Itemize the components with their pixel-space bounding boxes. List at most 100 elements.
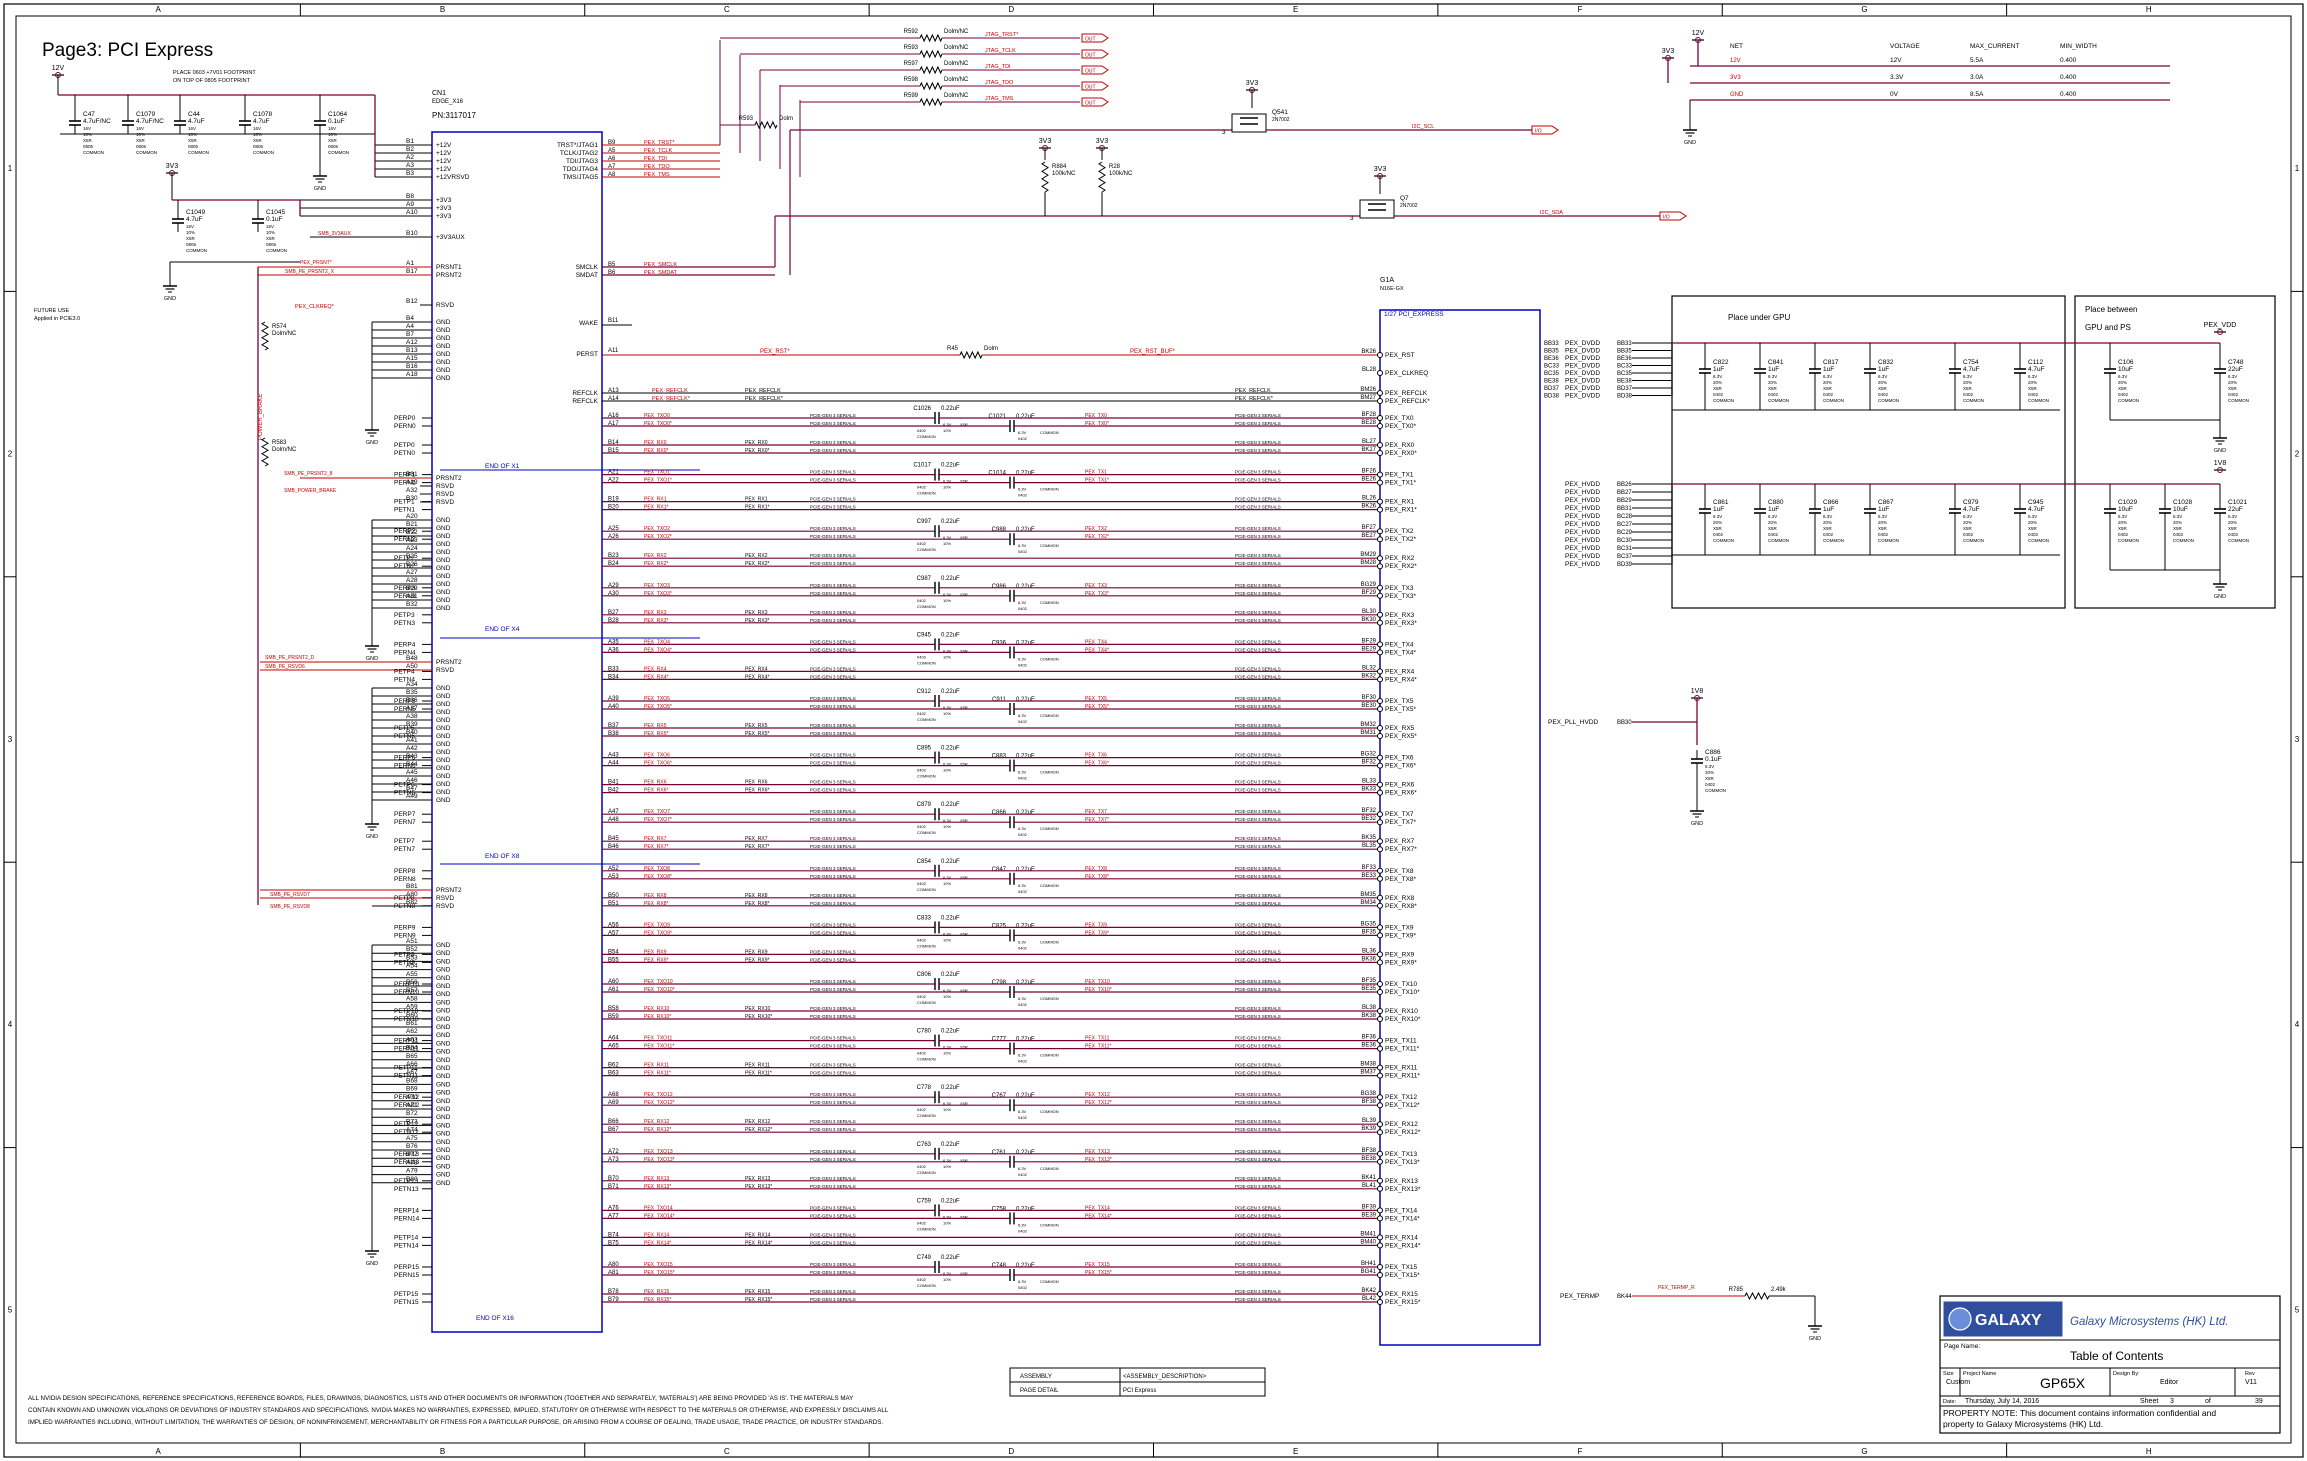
power-pin-number: BE38 [1617,379,1632,385]
gpu-pin-number: BE26 [1361,477,1376,483]
cap-spec: 10% [943,937,951,942]
cap-ref: C748 [2228,359,2244,366]
cap-spec: COMMON [1705,788,1726,793]
gpu-pin-number: BF32 [1362,808,1377,814]
cap-value: 4.7uF [1963,366,1980,373]
pin-bubble [1377,1234,1383,1241]
end-of-x8-label: END OF X8 [485,853,520,860]
pin-number: A7 [608,164,616,170]
pin-number: A18 [406,371,418,378]
pin-bubble [1377,698,1383,704]
cap-ref: C767 [992,1093,1007,1099]
lane-annotation: PCIE-GEN 3 SERIALS [810,478,856,483]
lane-annotation: PCIE-GEN 3 SERIALS [1235,1289,1281,1294]
cap-ref: C777 [992,1037,1007,1043]
pin-name: GND [436,950,451,957]
cap-spec: X5R [1768,386,1778,391]
pin-number: B63 [608,1071,619,1077]
gpu-pin-number: BK35 [1361,835,1376,841]
power-pin-name: PEX_HVDD [1565,553,1600,560]
gpu-pin-name: PEX_RX2* [1385,563,1417,570]
pin-name: GND [436,797,451,804]
pin-bubble [1377,528,1383,535]
cap-spec: X5R [960,535,968,540]
net-label: PEX_RX15 [745,1289,771,1295]
cap-value: 0.22uF [1016,923,1035,929]
lane-pin-name: PETP0 [394,442,415,449]
gpu-pin-number: BF29 [1362,638,1377,644]
table-net: GND [1730,92,1744,98]
pin-name: RSVD [436,499,454,506]
resistor-zigzag [1744,1291,1770,1301]
pin-bubble [1377,498,1383,505]
pin-number: A52 [608,866,619,872]
ground-symbol: GND [365,640,379,662]
lane-annotation: PCIE-GEN 3 SERIALS [810,1127,856,1132]
gpu-part: N16E-GX [1380,286,1404,292]
pin-bubble [1377,1150,1383,1157]
cap-spec: COMMON [2118,538,2139,543]
cap-spec: COMMON [1768,538,1789,543]
cap-spec: 6.3V [943,1214,952,1219]
pin-bubble [1377,989,1383,995]
pin-number: B56 [406,979,418,986]
pin-name: GND [436,1065,451,1072]
table-header: MAX_CURRENT [1970,43,2020,50]
gpu-pin-number: BF38 [1362,1148,1377,1154]
tb-label: Design By: [2113,1371,2140,1377]
off-page-label: OUT [1085,53,1096,59]
pin-bubble [1377,1072,1383,1079]
cap-spec: 20% [1705,770,1714,775]
rail-label: 3V3 [1246,80,1259,87]
pin-bubble [1377,1102,1383,1109]
cap-spec: 20% [2173,520,2182,525]
pin-number: A39 [608,696,619,702]
cap-ref: C895 [917,746,932,752]
pin-name: GND [436,327,451,334]
lane-pin-name: PERN7 [394,819,416,826]
cap-spec: 0402 [1823,532,1834,537]
gpu-pin-name: PEX_RX0 [1385,442,1415,449]
pin-name: GND [436,1139,451,1146]
gpu-pin-name: PEX_TX3* [1385,593,1417,600]
tb-project: GP65X [2040,1375,2086,1391]
pin-number: A8 [608,172,616,178]
lane-pin-name: PERP7 [394,811,416,818]
net-label: PEX_RX3 [644,610,667,616]
pin-number: B59 [608,1014,619,1020]
power-pin-name: PEX_HVDD [1565,561,1600,568]
gpu-pin-number: BK39 [1361,1126,1376,1132]
cap-value: 0.22uF [1016,1263,1035,1269]
lane-pin-name: PERP13 [394,1151,419,1158]
cap-spec: COMMON [1040,826,1059,831]
lane-pin-name: PERP15 [394,1264,419,1271]
off-page-arrow [1659,211,1687,221]
cap-spec: COMMON [917,1283,936,1288]
pin-bubble [1377,398,1383,404]
cap-spec: 10% [943,1220,951,1225]
net-label: PEX_RX9* [745,957,770,963]
lane-pin-name: PERN15 [394,1272,420,1279]
cap-spec: 6.3V [1878,514,1887,519]
pin-number: A23 [406,537,418,544]
gpu-pin-number: BL32 [1362,665,1377,671]
pin-bubble [1377,1207,1383,1214]
cap-spec: COMMON [1040,713,1059,718]
galaxy-logo-swirl [1948,1307,1972,1331]
pin-number: B48 [406,655,418,662]
table-header: NET [1730,43,1743,50]
pin-name: GND [436,343,451,350]
future-use-note: Applied in PCIE3.0 [34,316,80,322]
pin-number: A71 [406,1102,418,1109]
pin-bubble [1377,1045,1383,1052]
pin-number: B66 [608,1119,619,1125]
lane-annotation: PCIE-GEN 3 SERIALS [810,413,856,418]
cap-value: 0.22uF [941,1255,960,1261]
ground-label: GND [1691,821,1703,827]
